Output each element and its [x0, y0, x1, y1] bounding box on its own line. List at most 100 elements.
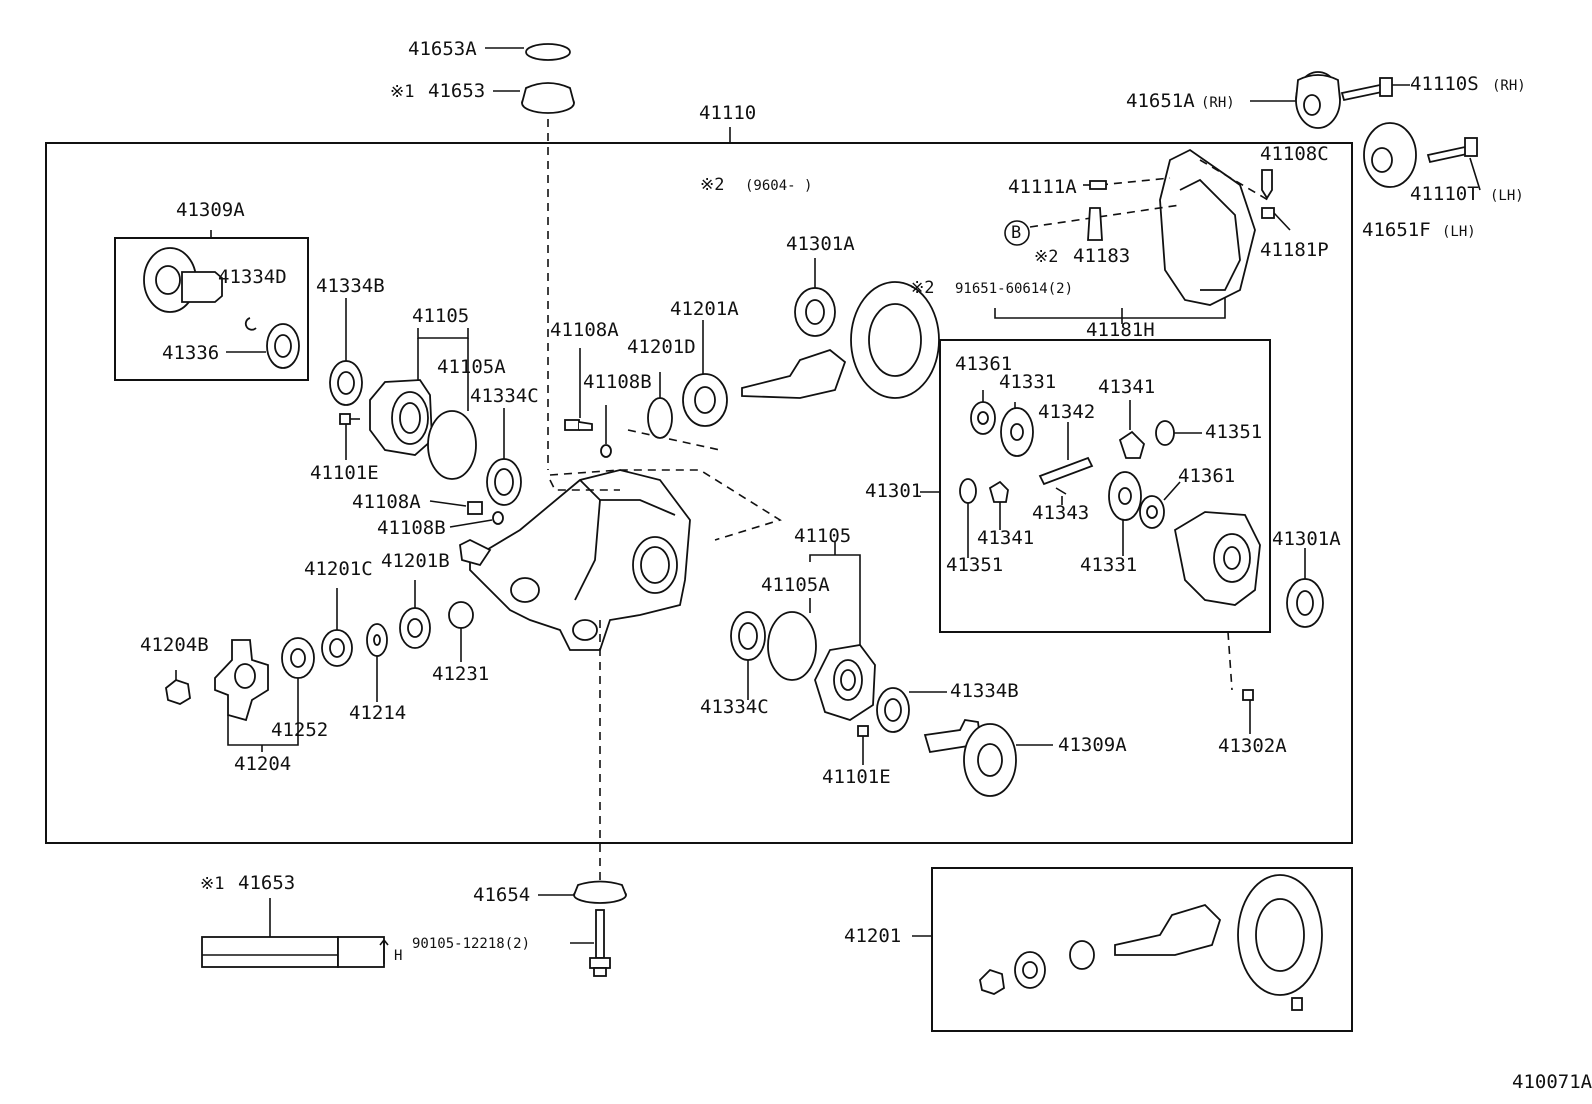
- label-mark2-bolt: ※2: [910, 278, 934, 298]
- pinion-41341-bottom: [988, 480, 1009, 503]
- callout-b-circle: [1004, 220, 1030, 246]
- bearing-41301A-right: [1286, 578, 1324, 628]
- companion-flange-41204: [214, 639, 269, 722]
- oil-seal-41336: [266, 323, 300, 369]
- stopper-41654: [573, 880, 627, 904]
- label-41201B: 41201B: [381, 550, 450, 572]
- label-9604-note: (9604- ): [745, 178, 812, 194]
- label-41110T: 41110T: [1410, 183, 1479, 205]
- label-41181P: 41181P: [1260, 239, 1329, 261]
- o-ring-41105A-right: [767, 611, 817, 681]
- label-41334C-left: 41334C: [470, 385, 539, 407]
- bolt-41302A: [1242, 689, 1254, 701]
- label-41204B: 41204B: [140, 634, 209, 656]
- label-41361-bottom: 41361: [1178, 465, 1235, 487]
- rear-cover-41181H: [1159, 148, 1256, 306]
- label-41309A-top: 41309A: [176, 199, 245, 221]
- labels: 41653A ※1 41653 41110 ※2 (9604- ) 41309A…: [140, 38, 1592, 1093]
- label-41201D: 41201D: [627, 336, 696, 358]
- nut-41204B: [165, 678, 191, 705]
- carrier-housing: [459, 469, 691, 651]
- label-41252: 41252: [271, 719, 328, 741]
- cover-41651A: [1295, 71, 1341, 129]
- label-41183: 41183: [1073, 245, 1130, 267]
- side-gear-41331-top: [1000, 407, 1034, 457]
- spacer-41214: [366, 623, 388, 657]
- label-41110: 41110: [699, 102, 756, 124]
- main-assembly-frame: [45, 142, 1353, 844]
- bolt-41110T: [1426, 137, 1478, 164]
- leader-cover-b: [1029, 204, 1181, 228]
- label-41183: [1087, 207, 1103, 241]
- bolt-41101E-left: [339, 413, 360, 425]
- side-bearing-retainer-41105-left: [369, 379, 433, 456]
- pin-41343: [1055, 487, 1067, 495]
- gasket-41108B-upper: [600, 444, 612, 458]
- cover-41651F: [1363, 122, 1417, 188]
- label-41108B-upper: 41108B: [583, 371, 652, 393]
- label-91651-60614: 91651-60614(2): [955, 281, 1073, 297]
- leader-breather: [1099, 177, 1171, 186]
- label-41108C: 41108C: [1260, 143, 1329, 165]
- label-diagram-code: 410071A: [1512, 1071, 1592, 1093]
- label-mark1-bottom: ※1: [200, 874, 224, 894]
- label-41181H: 41181H: [1086, 319, 1155, 341]
- label-41651F: 41651F: [1362, 219, 1431, 241]
- washer-41361-top: [970, 401, 996, 435]
- oil-seal-41252: [281, 637, 315, 679]
- label-90105-12218: 90105-12218(2): [412, 936, 530, 952]
- washer-41361-bottom: [1139, 495, 1165, 529]
- nut-lower: [979, 968, 1005, 995]
- drive-pinion-lower: [1114, 903, 1222, 956]
- group-box-41301: [939, 339, 1271, 633]
- label-41653-top: 41653: [428, 80, 485, 102]
- snap-ring-41334D: [244, 317, 257, 331]
- label-41201A: 41201A: [670, 298, 739, 320]
- ring-gear-upper: [850, 281, 940, 399]
- bearing-41201C: [321, 629, 353, 667]
- label-41302A: 41302A: [1218, 735, 1287, 757]
- label-mark2-note: ※2: [700, 175, 724, 195]
- label-41110S: 41110S: [1410, 73, 1479, 95]
- side-bearing-retainer-41105-right: [814, 644, 876, 721]
- bearing-lower-2: [1014, 951, 1046, 989]
- label-41301A-upper: 41301A: [786, 233, 855, 255]
- shim-41334C-left: [486, 458, 522, 506]
- label-rh-41651A: (RH): [1201, 95, 1235, 111]
- label-41108A-lower: 41108A: [352, 491, 421, 513]
- label-41201: 41201: [844, 925, 901, 947]
- leader-case-bolt: [1227, 631, 1233, 691]
- label-41201C: 41201C: [304, 558, 373, 580]
- o-ring-41105A-left: [427, 410, 477, 480]
- mount-cushion-41653-top: [521, 82, 575, 114]
- label-41111A: 41111A: [1008, 176, 1077, 198]
- label-41331-top: 41331: [999, 371, 1056, 393]
- washer-41351-top: [1155, 420, 1175, 446]
- washer-41351-bottom: [959, 478, 977, 504]
- label-41204: 41204: [234, 753, 291, 775]
- label-41361-top: 41361: [955, 353, 1012, 375]
- bolt-lower: [1291, 997, 1303, 1011]
- oil-seal-41334B-right: [876, 687, 910, 733]
- label-41334C-right: 41334C: [700, 696, 769, 718]
- label-41331-bottom: 41331: [1080, 554, 1137, 576]
- label-41301: 41301: [865, 480, 922, 502]
- leader-housing-right: [549, 469, 782, 541]
- label-41231: 41231: [432, 663, 489, 685]
- label-41341-top: 41341: [1098, 376, 1155, 398]
- pinion-shaft-41342: [1038, 456, 1094, 486]
- label-mark2-41183: ※2: [1034, 247, 1058, 267]
- label-41105-left: 41105: [412, 305, 469, 327]
- mount-cushion-41653-detail: [201, 936, 389, 968]
- label-rh-41110S: (RH): [1492, 78, 1526, 94]
- pinion-41341-top: [1118, 430, 1146, 459]
- label-41651A: 41651A: [1126, 90, 1195, 112]
- label-41343: 41343: [1032, 502, 1089, 524]
- label-41301A-right: 41301A: [1272, 528, 1341, 550]
- breather-41111A: [1089, 180, 1107, 190]
- label-41105-right: 41105: [794, 525, 851, 547]
- shim-41334C-right: [730, 611, 766, 661]
- companion-flange-41309A: [143, 247, 223, 313]
